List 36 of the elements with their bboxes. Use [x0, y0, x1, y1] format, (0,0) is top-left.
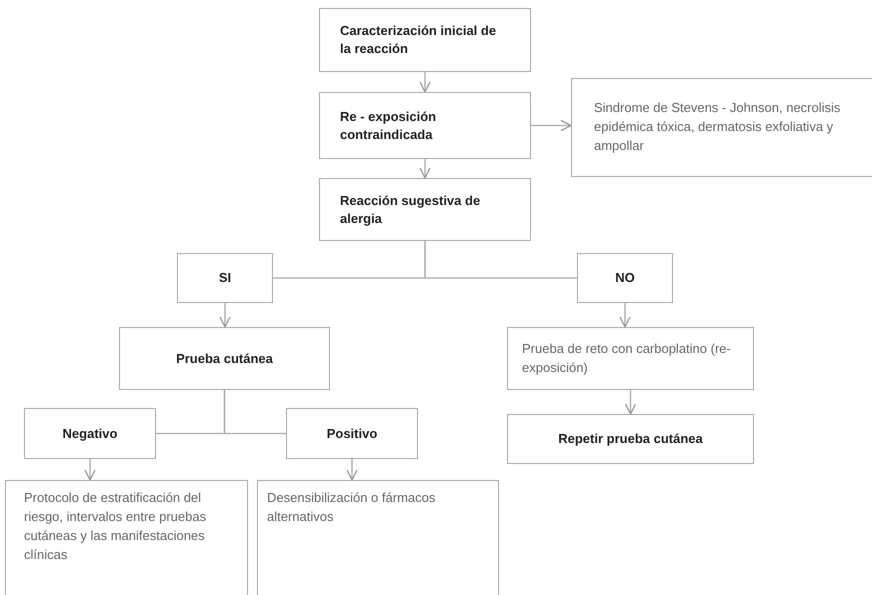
arrow [219, 303, 231, 328]
arrow [624, 390, 636, 415]
box-text: Prueba de reto con carboplatino (re-exposición) [522, 340, 732, 377]
flow-box [319, 92, 531, 159]
flow-box [507, 327, 754, 390]
box-text: Sindrome de Stevens - Johnson, necrolisis epidémica tóxica, dermatosis exfoliativa y ampollar [594, 99, 842, 155]
flow-box [319, 178, 531, 241]
box-text: Reacción sugestiva de alergia [340, 192, 482, 228]
flow-box [319, 8, 531, 72]
flow-box [571, 78, 872, 177]
flow-box [24, 408, 156, 459]
flow-box [257, 480, 499, 595]
flow-box [507, 414, 754, 464]
box-text: NO [615, 269, 635, 287]
arrow [531, 120, 572, 132]
box-text: Prueba cutánea [176, 350, 273, 368]
box-text: Repetir prueba cutánea [558, 430, 703, 448]
box-text: Negativo [62, 424, 118, 442]
flow-box [177, 253, 273, 303]
arrow [619, 303, 631, 328]
box-text: Caracterización inicial de la reacción [340, 22, 498, 58]
box-text: Re - exposición contraindicada [340, 108, 438, 144]
connector-line [424, 241, 577, 279]
box-text: Desensibilización o fármacos alternativos [267, 489, 436, 526]
flow-box [5, 480, 248, 595]
flow-box [286, 408, 418, 459]
connector-line [224, 390, 286, 434]
flow-box [119, 327, 330, 390]
arrow [346, 459, 358, 481]
box-text: SI [218, 269, 232, 287]
box-text: Positivo [326, 424, 378, 442]
box-text: Protocolo de estratificación del riesgo, intervalos entre pruebas cutáneas y las manifestaciones clínicas [24, 489, 208, 564]
arrow [419, 72, 431, 93]
flow-box [577, 253, 673, 303]
arrow [84, 459, 96, 481]
arrow [419, 159, 431, 179]
